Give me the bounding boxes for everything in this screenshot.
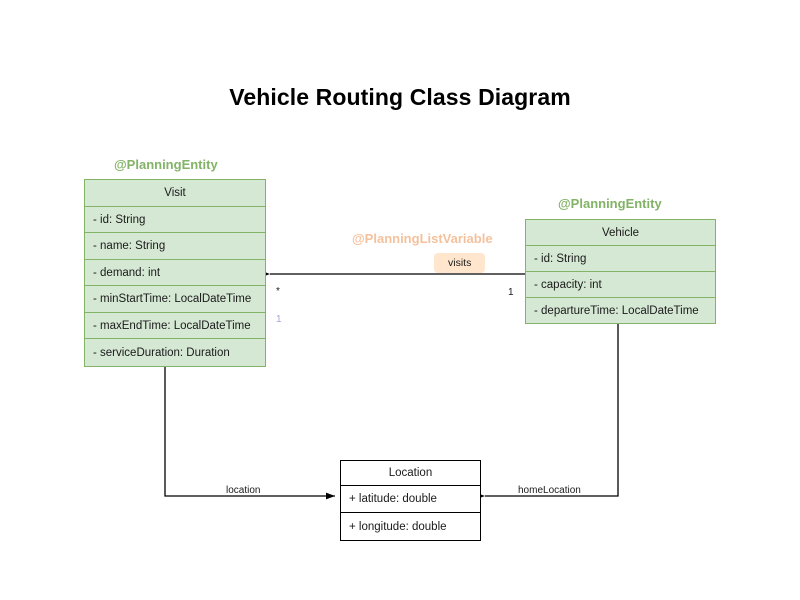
class-attribute: - minStartTime: LocalDateTime xyxy=(85,286,265,313)
class-attribute: - id: String xyxy=(526,246,715,272)
edge-label-visits: visits xyxy=(434,253,486,273)
edge-label-home-location: homeLocation xyxy=(518,485,581,496)
class-box-vehicle[interactable]: Vehicle - id: String - capacity: int - d… xyxy=(525,219,716,324)
edge-vehicle-homelocation xyxy=(476,322,619,500)
class-attribute: - departureTime: LocalDateTime xyxy=(534,304,699,317)
class-attribute: + longitude: double xyxy=(349,520,447,533)
multiplicity-visit-side: * xyxy=(276,286,280,297)
stereotype-vehicle: @PlanningEntity xyxy=(558,196,662,211)
class-attribute: - serviceDuration: Duration xyxy=(93,346,230,359)
stereotype-visit: @PlanningEntity xyxy=(114,157,218,172)
class-attribute: - name: String xyxy=(85,233,265,260)
edge-label-location: location xyxy=(226,485,261,496)
page-title: Vehicle Routing Class Diagram xyxy=(229,84,571,110)
class-box-location[interactable]: Location + latitude: double + longitude:… xyxy=(340,460,481,541)
multiplicity-vehicle-side: 1 xyxy=(508,287,514,298)
class-attribute: - maxEndTime: LocalDateTime xyxy=(85,313,265,339)
class-attribute: + latitude: double xyxy=(341,486,480,513)
class-attribute: - demand: int xyxy=(85,260,265,286)
class-attribute: - id: String xyxy=(85,207,265,233)
class-attribute: - capacity: int xyxy=(526,272,715,298)
stereotype-planning-list-variable: @PlanningListVariable xyxy=(352,231,493,246)
class-name-vehicle: Vehicle xyxy=(526,220,715,246)
class-name-visit: Visit xyxy=(85,180,265,207)
multiplicity-visit-extra: 1 xyxy=(276,314,282,325)
class-name-location: Location xyxy=(341,461,480,486)
edge-visit-location xyxy=(164,362,335,500)
class-box-visit[interactable]: Visit - id: String - name: String - dema… xyxy=(84,179,266,367)
